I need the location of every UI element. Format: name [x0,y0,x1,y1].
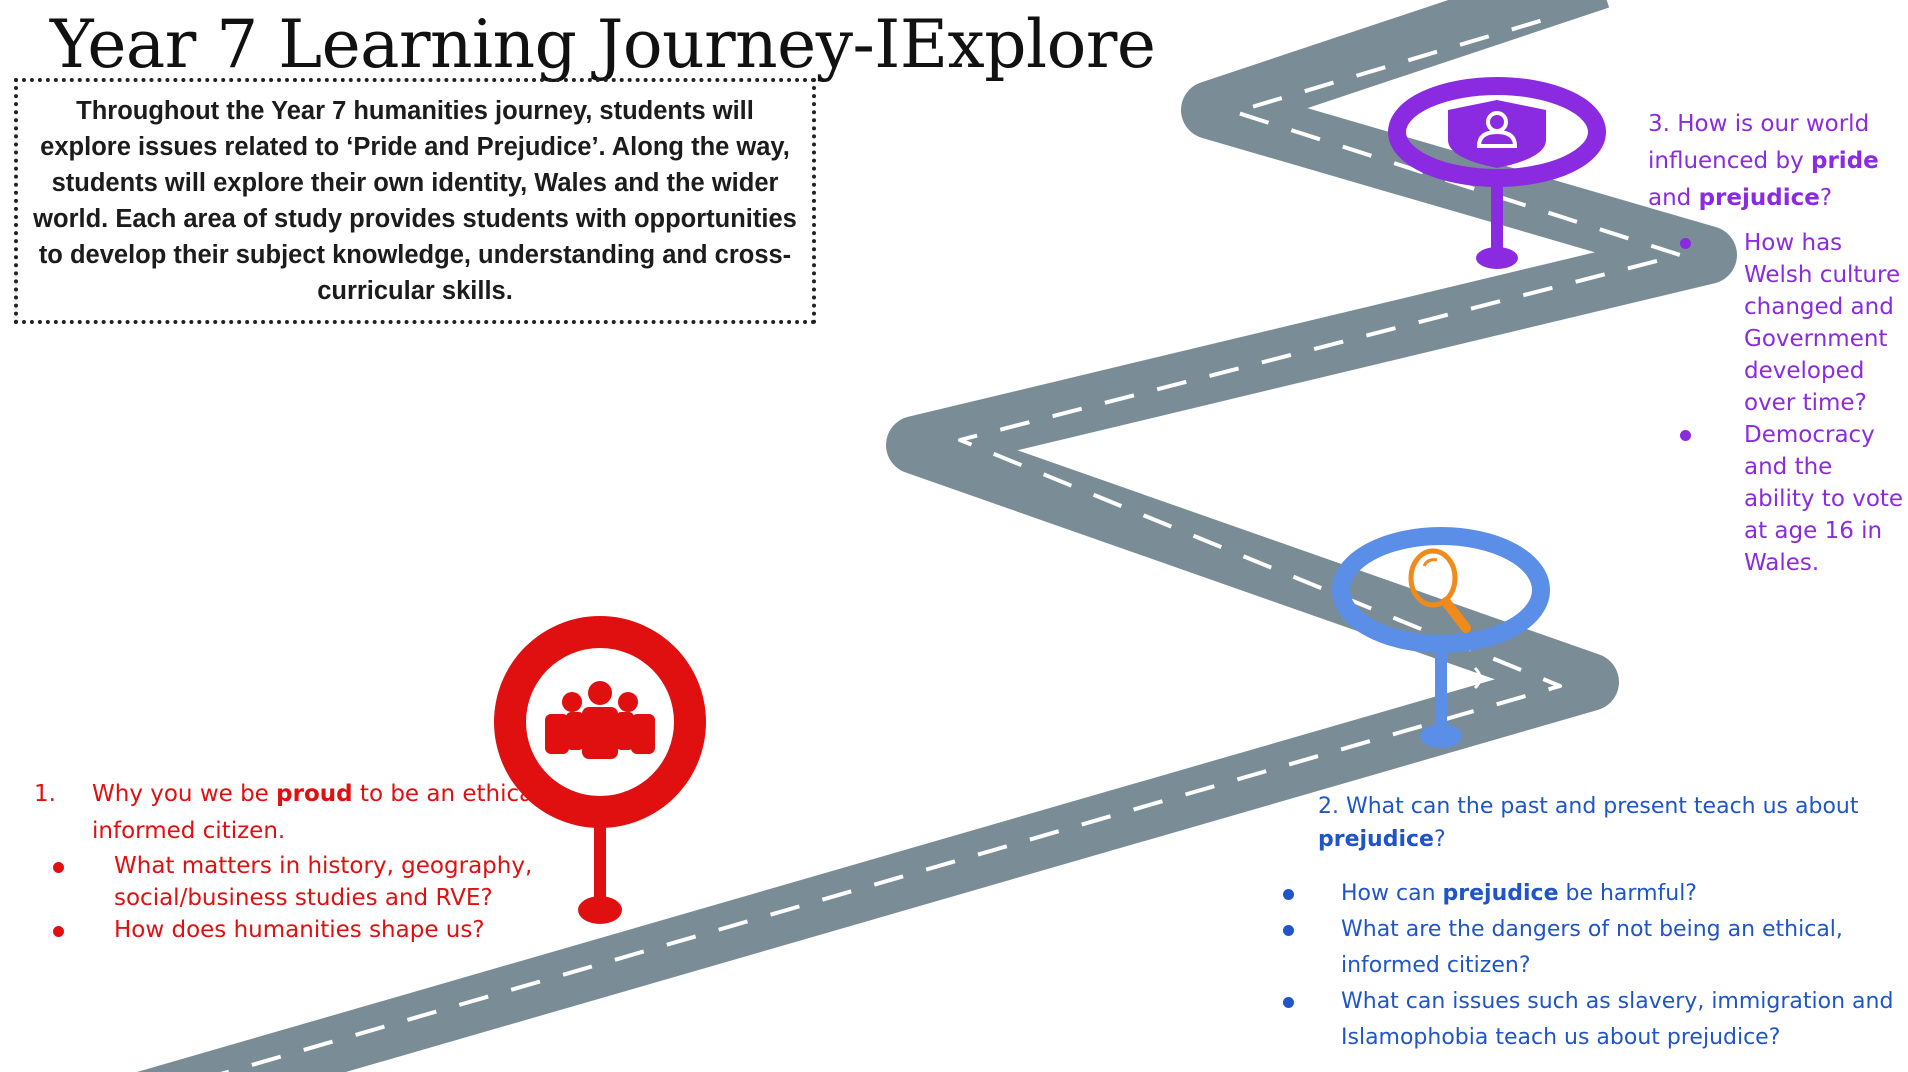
road-tail [1228,0,1592,107]
magnifying-glass-icon [1408,548,1471,633]
people-group-icon [545,681,655,759]
list-item: How does humanities shape us? [53,914,550,946]
stop-1-number: 1. [34,781,56,807]
stop-1-marker [494,616,706,924]
stop-2-text: 2. What can the past and present teach u… [1283,790,1898,1056]
stop-1-question: Why you we be proud to be an ethical, in… [92,781,547,844]
list-item: What are the dangers of not being an eth… [1283,912,1898,984]
stop-3-marker [1388,77,1606,269]
stop-1-bullets: What matters in history, geography, soci… [53,850,550,946]
stop-3-text: 3. How is our world influenced by pride … [1648,106,1908,579]
page-title: Year 7 Learning Journey-IExplore [50,6,1156,83]
stop-1-text: 1. Why you we be proud to be an ethical,… [30,776,550,946]
intro-box: Throughout the Year 7 humanities journey… [14,78,816,324]
list-item: How can prejudice be harmful? [1283,876,1898,912]
stop-2-bullets: How can prejudice be harmful? What are t… [1283,876,1898,1056]
road-lane-markings [220,13,1682,1072]
user-shield-icon [1448,100,1546,168]
stop-2-marker [1332,527,1550,748]
intro-text: Throughout the Year 7 humanities journey… [33,97,797,305]
list-item: What can issues such as slavery, immigra… [1283,984,1898,1056]
list-item: Democracy and the ability to vote at age… [1680,419,1904,579]
stop-2-question: 2. What can the past and present teach u… [1318,794,1859,852]
stop-3-question: 3. How is our world influenced by pride … [1648,111,1879,211]
road-curve-mark [1473,666,1482,690]
stop-3-bullets: How has Welsh culture changed and Govern… [1680,227,1908,579]
list-item: How has Welsh culture changed and Govern… [1680,227,1904,419]
list-item: What matters in history, geography, soci… [53,850,550,914]
